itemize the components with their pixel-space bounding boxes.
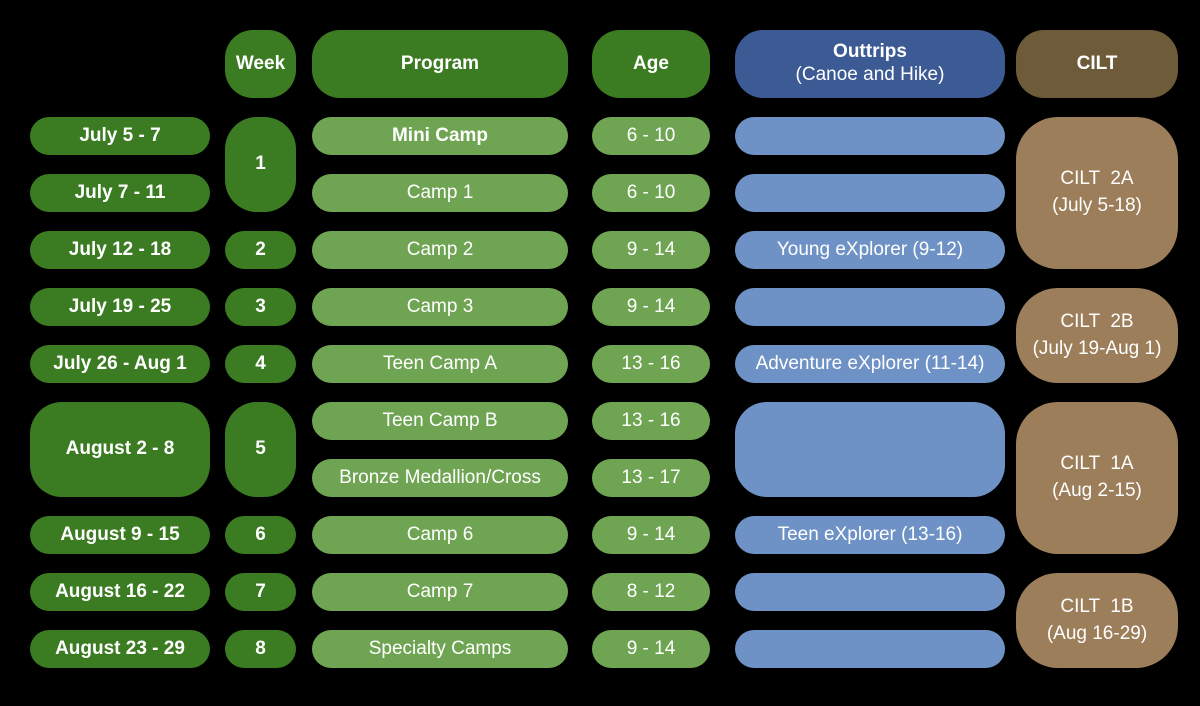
date-cell: July 7 - 11	[30, 174, 210, 212]
week-cell: 7	[225, 573, 296, 611]
outtrip-cell	[735, 402, 1005, 497]
outtrip-cell	[735, 174, 1005, 212]
outtrip-cell: Young eXplorer (9-12)	[735, 231, 1005, 269]
date-cell: July 26 - Aug 1	[30, 345, 210, 383]
outtrips-header-title: Outtrips	[833, 41, 907, 63]
program-cell: Teen Camp A	[312, 345, 568, 383]
age-cell: 13 - 16	[592, 402, 710, 440]
age-cell: 13 - 17	[592, 459, 710, 497]
week-cell: 2	[225, 231, 296, 269]
outtrip-cell	[735, 630, 1005, 668]
program-cell: Camp 7	[312, 573, 568, 611]
age-header: Age	[592, 30, 710, 98]
cilt-header: CILT	[1016, 30, 1178, 98]
outtrip-cell: Adventure eXplorer (11-14)	[735, 345, 1005, 383]
cilt-cell: CILT 2B (July 19-Aug 1)	[1016, 288, 1178, 383]
cilt-cell: CILT 1B (Aug 16-29)	[1016, 573, 1178, 668]
program-cell: Bronze Medallion/Cross	[312, 459, 568, 497]
program-cell: Camp 2	[312, 231, 568, 269]
outtrip-cell	[735, 573, 1005, 611]
date-cell: August 16 - 22	[30, 573, 210, 611]
outtrip-cell	[735, 117, 1005, 155]
week-cell: 5	[225, 402, 296, 497]
cilt-cell: CILT 1A (Aug 2-15)	[1016, 402, 1178, 554]
date-cell: August 23 - 29	[30, 630, 210, 668]
program-cell: Camp 1	[312, 174, 568, 212]
program-cell: Mini Camp	[312, 117, 568, 155]
date-cell: July 19 - 25	[30, 288, 210, 326]
schedule-grid: Week Program Age Outtrips (Canoe and Hik…	[30, 30, 1178, 668]
age-cell: 9 - 14	[592, 288, 710, 326]
program-cell: Camp 6	[312, 516, 568, 554]
outtrips-header-subtitle: (Canoe and Hike)	[795, 64, 945, 85]
outtrip-cell: Teen eXplorer (13-16)	[735, 516, 1005, 554]
age-cell: 13 - 16	[592, 345, 710, 383]
date-cell: August 2 - 8	[30, 402, 210, 497]
week-header: Week	[225, 30, 296, 98]
outtrips-header: Outtrips (Canoe and Hike)	[735, 30, 1005, 98]
program-cell: Teen Camp B	[312, 402, 568, 440]
outtrip-cell	[735, 288, 1005, 326]
date-cell: August 9 - 15	[30, 516, 210, 554]
week-cell: 8	[225, 630, 296, 668]
program-cell: Camp 3	[312, 288, 568, 326]
program-cell: Specialty Camps	[312, 630, 568, 668]
date-cell: July 5 - 7	[30, 117, 210, 155]
date-cell: July 12 - 18	[30, 231, 210, 269]
cilt-cell: CILT 2A (July 5-18)	[1016, 117, 1178, 269]
age-cell: 6 - 10	[592, 117, 710, 155]
week-cell: 6	[225, 516, 296, 554]
age-cell: 6 - 10	[592, 174, 710, 212]
week-cell: 4	[225, 345, 296, 383]
week-cell: 3	[225, 288, 296, 326]
age-cell: 9 - 14	[592, 231, 710, 269]
program-header: Program	[312, 30, 568, 98]
age-cell: 9 - 14	[592, 630, 710, 668]
age-cell: 8 - 12	[592, 573, 710, 611]
age-cell: 9 - 14	[592, 516, 710, 554]
week-cell: 1	[225, 117, 296, 212]
